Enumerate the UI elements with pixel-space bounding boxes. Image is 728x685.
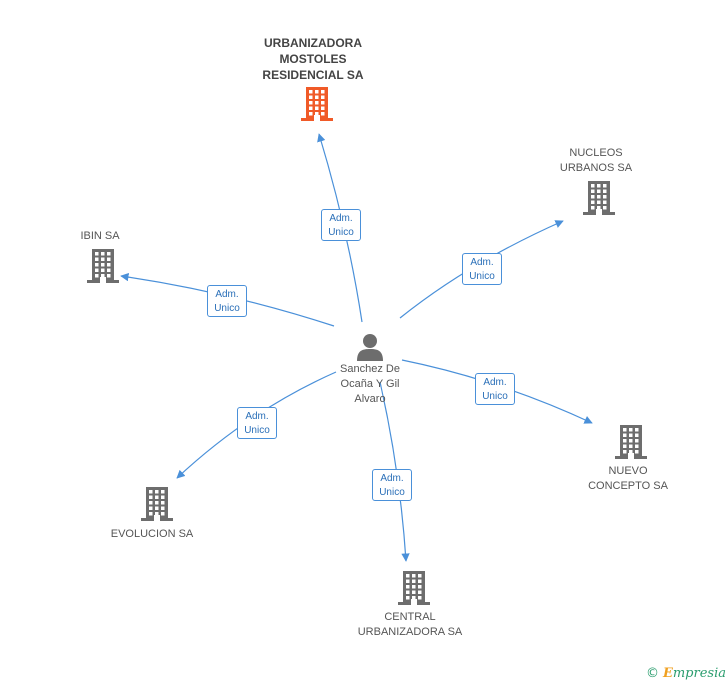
relation-role: Adm. [380,473,404,484]
company-name-nucleos[interactable]: NUCLEOS URBANOS SA [559,147,633,174]
relation-label-nucleos[interactable]: Adm. Unico [462,253,502,285]
building-icon[interactable] [301,87,333,126]
company-name-evolucion[interactable]: EVOLUCION SA [110,528,194,540]
person-name: Sanchez De Ocaña Y Gil Alvaro [340,363,400,405]
relation-role: Adm. [483,377,507,388]
empresia-credit[interactable]: ©Empresia [646,666,726,681]
person-node[interactable]: Sanchez De Ocaña Y Gil Alvaro [322,332,418,407]
relation-label-ibin[interactable]: Adm. Unico [207,285,247,317]
brand-name: mpresia [672,666,726,681]
relation-role: Adm. [470,257,494,268]
building-icon[interactable] [87,249,119,288]
building-icon[interactable] [141,487,173,526]
company-name-nuevo[interactable]: NUEVO CONCEPTO SA [588,465,668,492]
relation-type: Unico [214,303,240,314]
relation-label-urbanizadora[interactable]: Adm. Unico [321,209,361,241]
relation-type: Unico [482,391,508,402]
relation-role: Adm. [245,411,269,422]
relation-label-evolucion[interactable]: Adm. Unico [237,407,277,439]
building-icon[interactable] [398,571,430,610]
brand-initial: E [662,666,673,681]
company-name-central[interactable]: CENTRAL URBANIZADORA SA [357,611,463,638]
relation-role: Adm. [215,289,239,300]
building-icon[interactable] [615,425,647,464]
person-icon [357,334,383,361]
relation-role: Adm. [329,213,353,224]
relation-type: Unico [469,271,495,282]
relation-type: Unico [379,487,405,498]
relation-label-central[interactable]: Adm. Unico [372,469,412,501]
relation-type: Unico [328,227,354,238]
building-icon[interactable] [583,181,615,220]
relation-label-nuevo[interactable]: Adm. Unico [475,373,515,405]
copyright-icon: © [645,666,659,681]
relation-type: Unico [244,425,270,436]
company-name-ibin[interactable]: IBIN SA [80,230,120,242]
company-name-urbanizadora[interactable]: URBANIZADORA MOSTOLES RESIDENCIAL SA [262,36,364,82]
